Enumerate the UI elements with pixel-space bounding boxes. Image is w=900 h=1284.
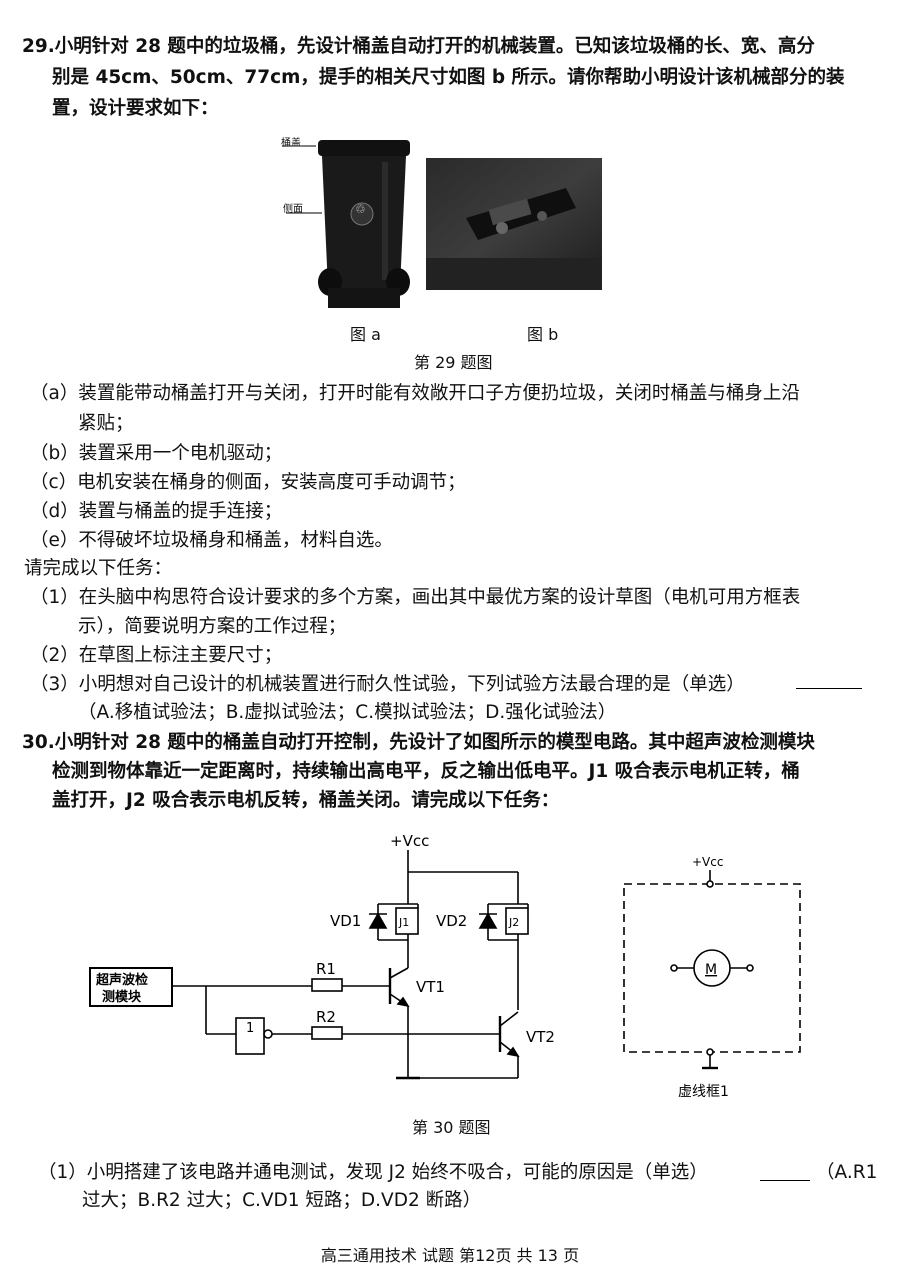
circuit-vcc-label: +Vcc [390,832,429,850]
q30-figure-caption: 第 30 题图 [412,1118,491,1137]
motor-label: M [705,962,717,978]
q29-figure-caption: 第 29 题图 [414,353,493,372]
q30-stem-line-3: 盖打开，J2 吸合表示电机反转，桶盖关闭。请完成以下任务： [52,790,560,811]
task-3-answer-blank[interactable] [796,688,862,689]
task-intro: 请完成以下任务： [24,558,173,579]
req-a-line-2: 紧贴； [78,413,134,434]
q30-sub1-line-1: （1）小明搭建了该电路并通电测试，发现 J2 始终不吸合，可能的原因是（单选） [38,1162,708,1183]
sensor-label-line-2: 测模块 [102,989,142,1005]
circuit-r2-label: R2 [316,1008,336,1026]
q30-sub1-answer-blank[interactable] [760,1180,810,1181]
fig-a-label-side: 侧面 [283,204,303,215]
circuit-vt2-label: VT2 [526,1028,555,1046]
circuit-j1-label: J1 [398,916,409,929]
bin-recycle-icon: ♲ [355,202,366,216]
figure-a-bin [282,140,410,308]
fig-a-caption: 图 a [350,325,381,344]
task-1-line-1: （1）在头脑中构思符合设计要求的多个方案，画出其中最优方案的设计草图（电机可用方… [30,587,801,608]
q29-stem-line-3: 置，设计要求如下： [52,98,219,119]
task-3-options: （A.移植试验法；B.虚拟试验法；C.模拟试验法；D.强化试验法） [78,702,617,723]
task-3-line-1: （3）小明想对自己设计的机械装置进行耐久性试验，下列试验方法最合理的是（单选） [30,674,745,695]
circuit-r1-label: R1 [316,960,336,978]
box-vcc-label: +Vcc [692,855,723,869]
req-d: （d）装置与桶盖的提手连接； [30,501,283,522]
q30-stem-line-2: 检测到物体靠近一定距离时，持续输出高电平，反之输出低电平。J1 吸合表示电机正转… [52,761,800,782]
circuit-vt1-label: VT1 [416,978,445,996]
circuit-j2-label: J2 [508,916,519,929]
fig-b-caption: 图 b [527,325,559,344]
q30-sub1-line-2: 过大；B.R2 过大；C.VD1 短路；D.VD2 断路） [82,1190,482,1211]
task-1-line-2: 示），简要说明方案的工作过程； [78,616,347,637]
figure-b-photo [426,158,602,290]
page-footer: 高三通用技术 试题 第12页 共 13 页 [320,1246,580,1265]
q30-stem-line-1: 30.小明针对 28 题中的桶盖自动打开控制，先设计了如图所示的模型电路。其中超… [22,732,815,753]
dashed-box-label: 虚线框1 [678,1084,729,1100]
q29-stem-line-2: 别是 45cm、50cm、77cm，提手的相关尺寸如图 b 所示。请你帮助小明设… [52,67,845,88]
circuit-diagram: +Vcc VD1 VD2 J1 J2 R1 R2 VT1 VT2 超声波检 测模… [89,832,801,1100]
q30-sub1-option-a: （A.R1 [816,1162,878,1183]
circuit-vd1-label: VD1 [330,912,361,930]
req-b: （b）装置采用一个电机驱动； [30,443,283,464]
fig-a-label-top: 桶盖 [281,138,301,149]
task-2: （2）在草图上标注主要尺寸； [30,645,283,666]
sensor-label-line-1: 超声波检 [96,972,148,988]
req-a-line-1: （a）装置能带动桶盖打开与关闭，打开时能有效敞开口子方便扔垃圾，关闭时桶盖与桶身… [30,383,800,404]
req-e: （e）不得破坏垃圾桶身和桶盖，材料自选。 [30,530,393,551]
q29-stem-line-1: 29.小明针对 28 题中的垃圾桶，先设计桶盖自动打开的机械装置。已知该垃圾桶的… [22,36,815,57]
not-gate-label: 1 [246,1021,254,1036]
req-c: （c）电机安装在桶身的侧面，安装高度可手动调节； [30,472,466,493]
circuit-vd2-label: VD2 [436,912,467,930]
